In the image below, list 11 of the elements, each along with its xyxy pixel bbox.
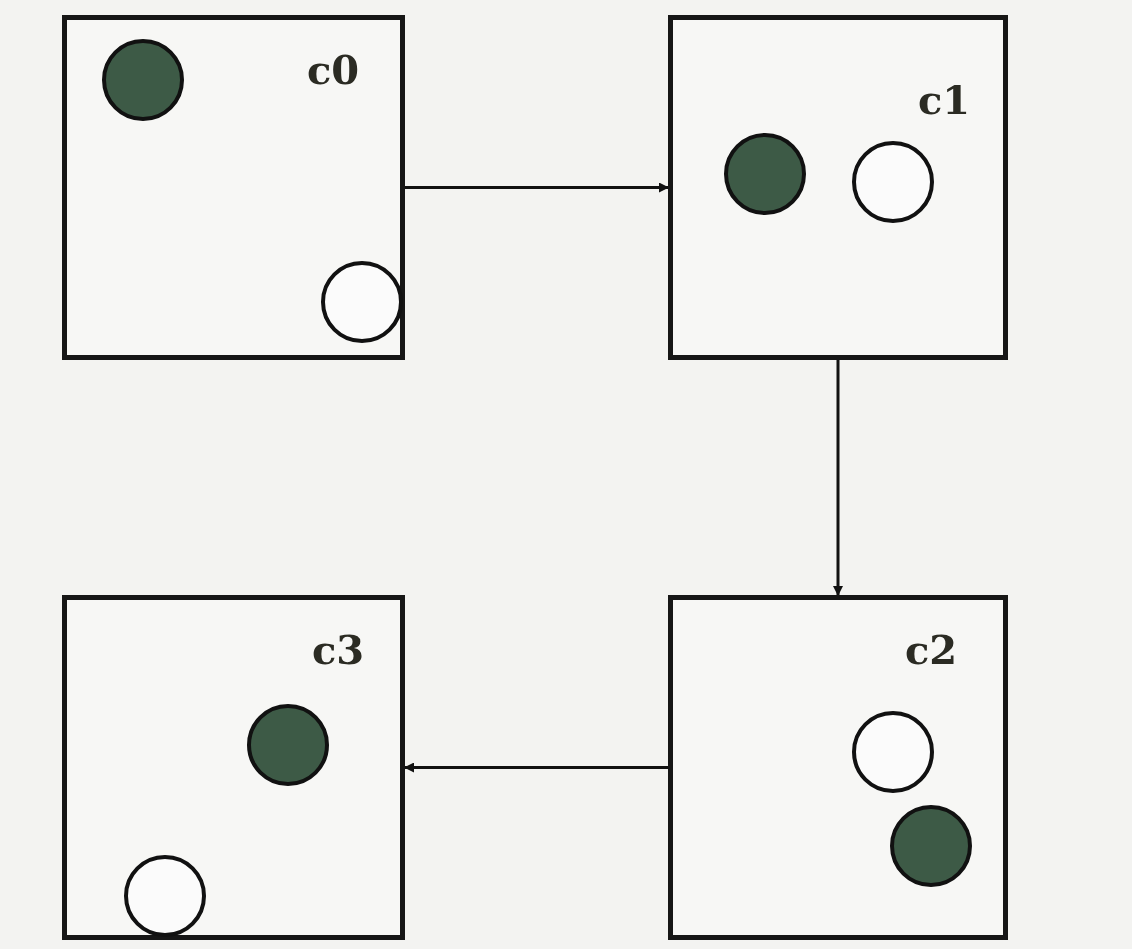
arrow xyxy=(404,762,668,773)
state-box xyxy=(62,15,405,360)
state-box xyxy=(62,595,405,940)
state-label: c2 xyxy=(905,630,958,670)
state-label: c0 xyxy=(307,50,360,90)
state-box xyxy=(668,595,1008,940)
state-label: c3 xyxy=(312,630,365,670)
arrow xyxy=(405,182,669,193)
state-box xyxy=(668,15,1008,360)
state-label: c1 xyxy=(918,80,971,120)
arrow xyxy=(833,360,843,596)
